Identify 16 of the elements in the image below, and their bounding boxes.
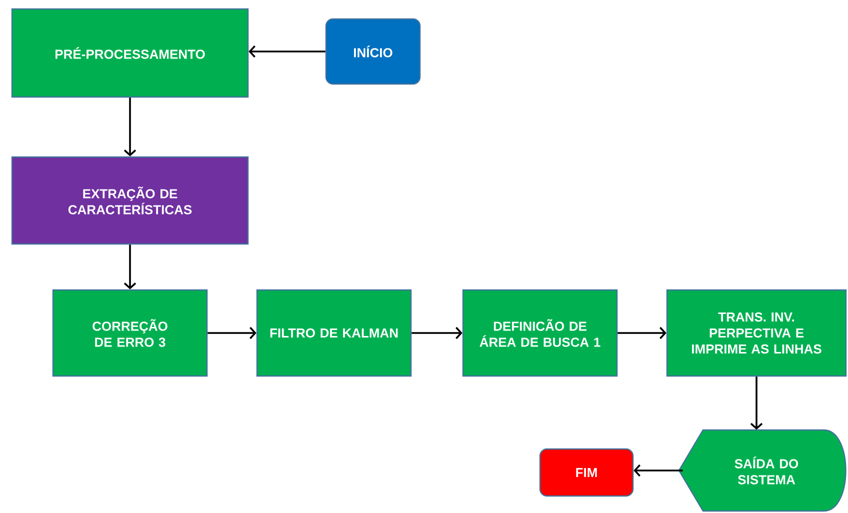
arrow xyxy=(634,464,683,477)
arrow xyxy=(750,376,763,430)
process-box: FILTRO DE KALMAN xyxy=(256,289,412,377)
process-box: EXTRAÇÃO DE CARACTERÍSTICAS xyxy=(11,156,249,245)
process-box: TRANS. INV. PERPECTIVA E IMPRIME AS LINHAS xyxy=(666,289,847,377)
arrow xyxy=(412,326,462,340)
process-box: DEFINICÃO DE ÁREA DE BUSCA 1 xyxy=(462,289,618,377)
arrow xyxy=(618,326,666,340)
process-box: PRÉ-PROCESSAMENTO xyxy=(11,8,249,98)
start-terminal: INÍCIO xyxy=(325,18,421,85)
process-box: CORREÇÃO DE ERRO 3 xyxy=(52,289,208,377)
end-terminal: FIM xyxy=(539,448,634,497)
arrow xyxy=(248,45,326,58)
arrow xyxy=(124,244,136,290)
arrow xyxy=(208,326,256,340)
arrow xyxy=(124,98,136,156)
